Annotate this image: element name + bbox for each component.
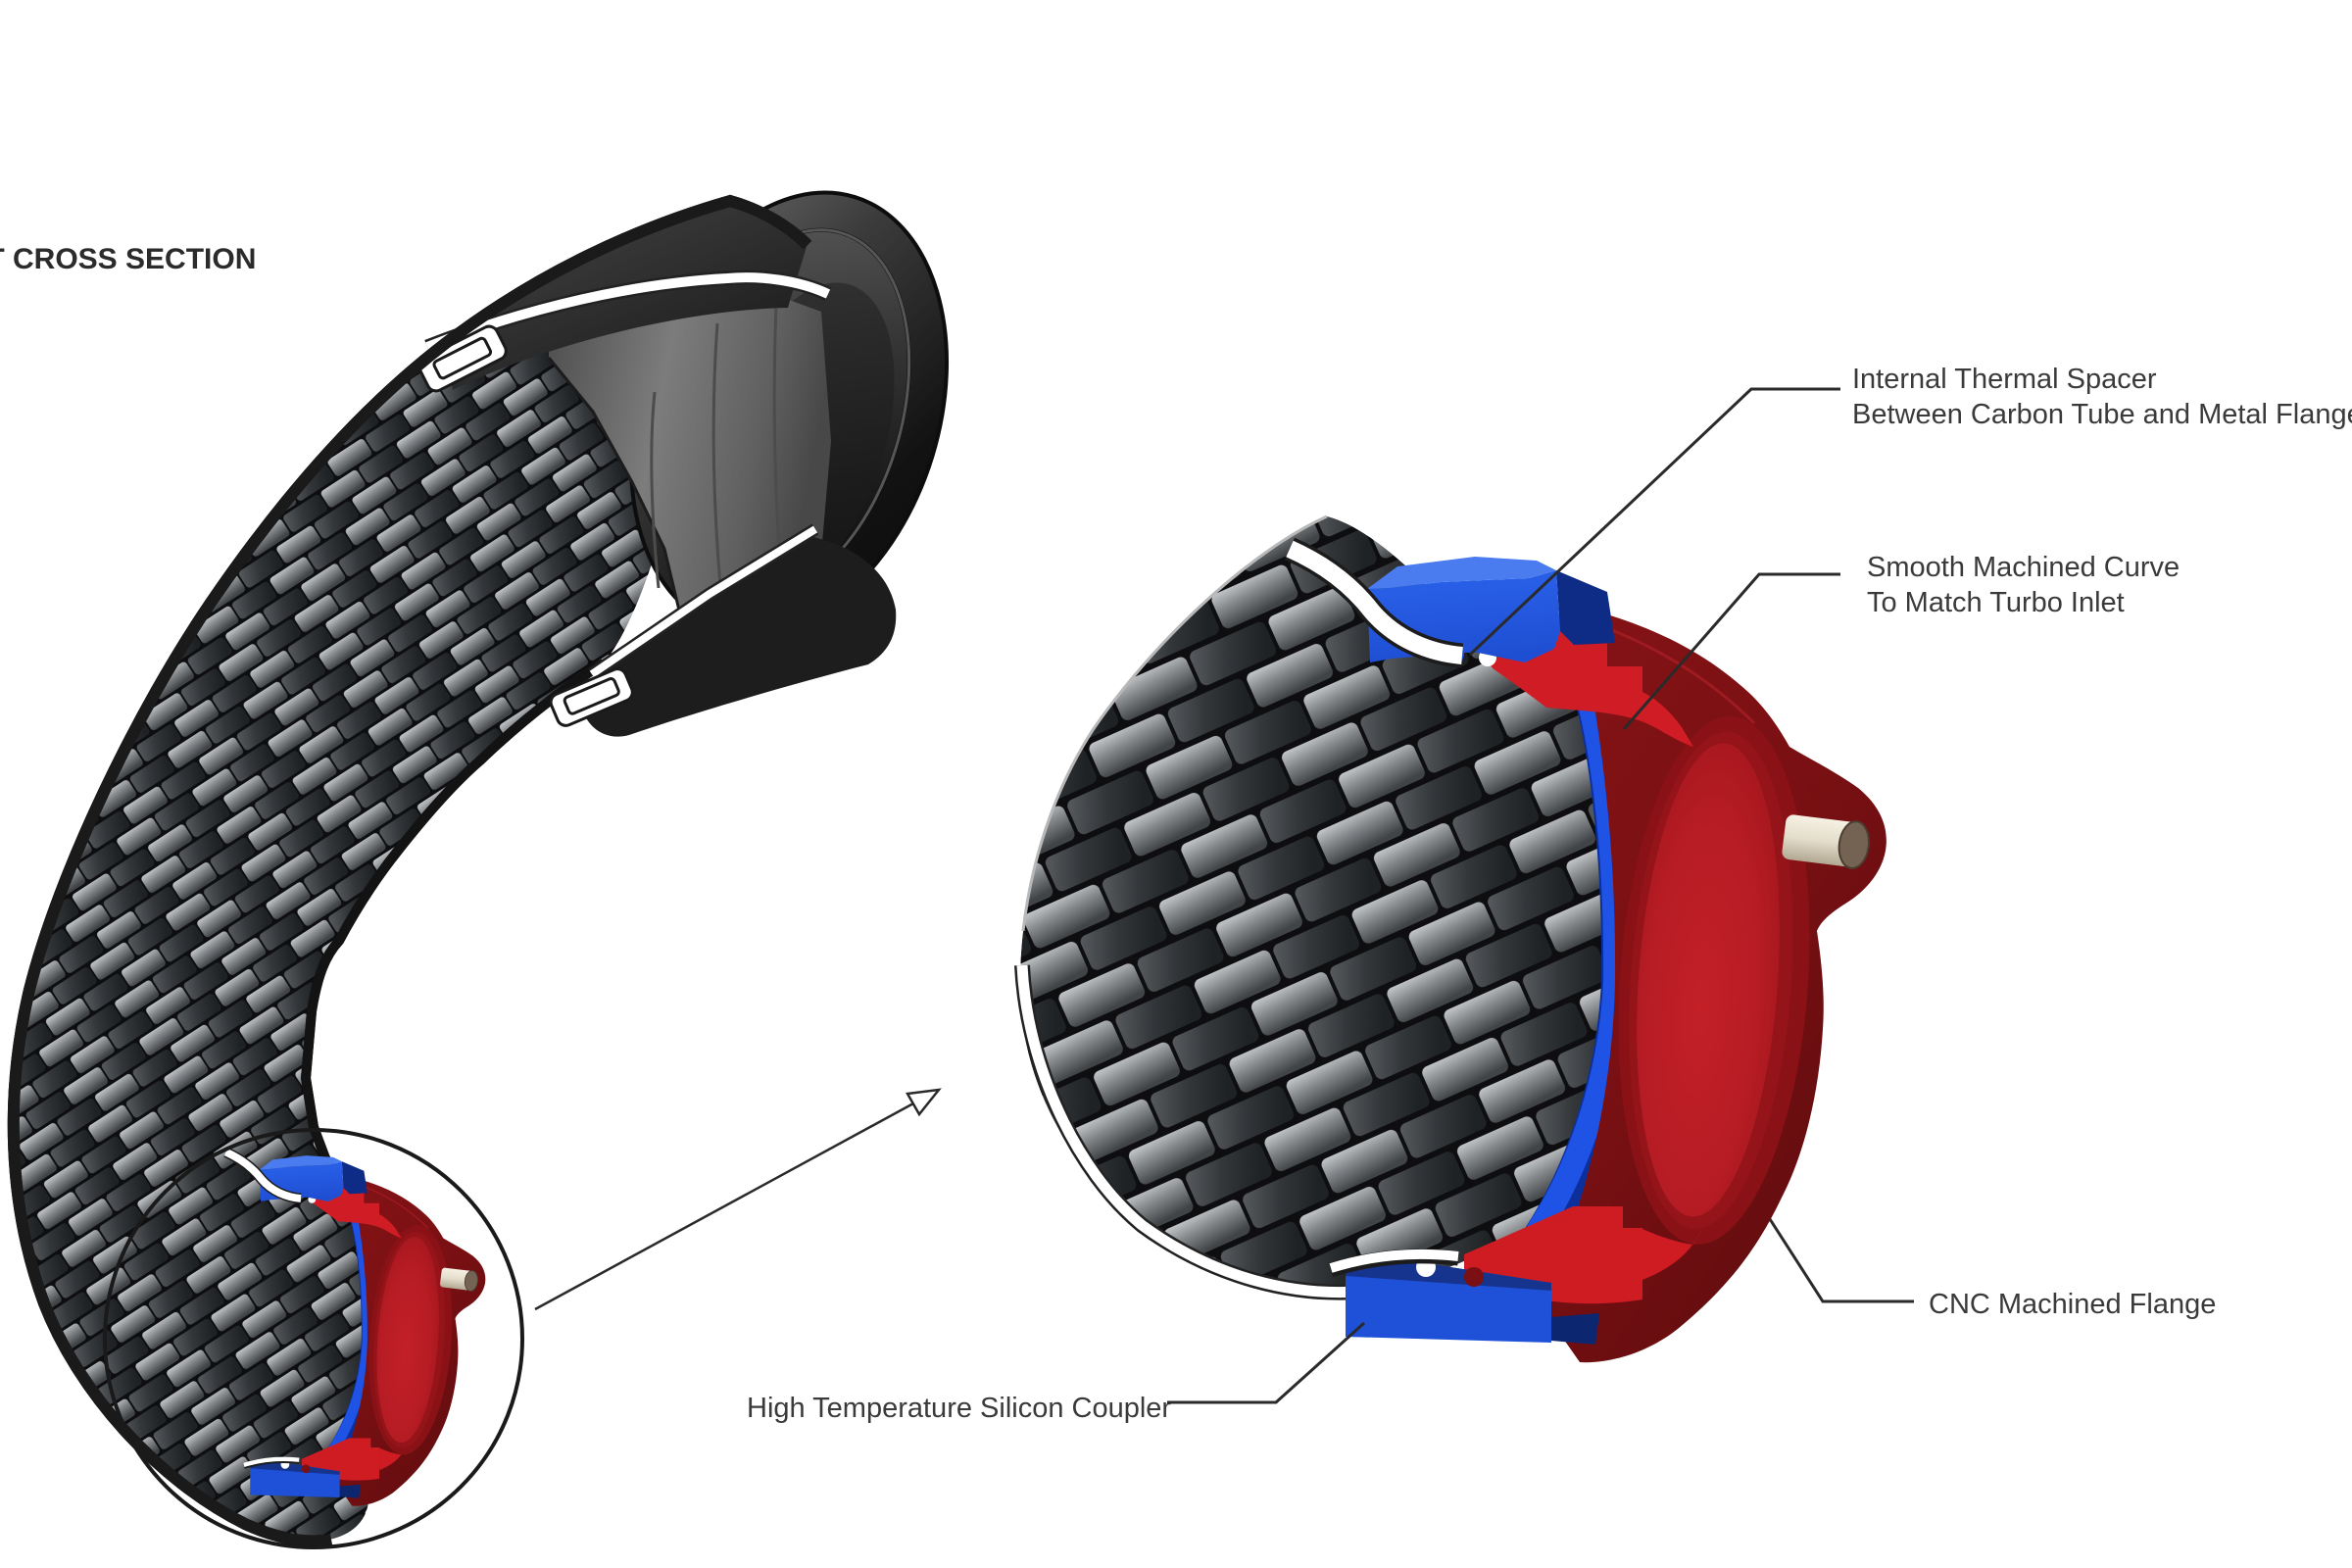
svg-text:Between Carbon Tube and Metal: Between Carbon Tube and Metal Flange bbox=[1852, 399, 2352, 430]
svg-text:CNC Machined Flange: CNC Machined Flange bbox=[1929, 1289, 2216, 1320]
svg-text:INLET CROSS SECTION: INLET CROSS SECTION bbox=[0, 243, 256, 275]
svg-text:Internal Thermal Spacer: Internal Thermal Spacer bbox=[1852, 364, 2157, 395]
svg-text:To Match Turbo Inlet: To Match Turbo Inlet bbox=[1867, 587, 2125, 618]
svg-text:High Temperature Silicon Coupl: High Temperature Silicon Coupler bbox=[747, 1393, 1171, 1424]
svg-text:Smooth Machined Curve: Smooth Machined Curve bbox=[1867, 552, 2180, 583]
